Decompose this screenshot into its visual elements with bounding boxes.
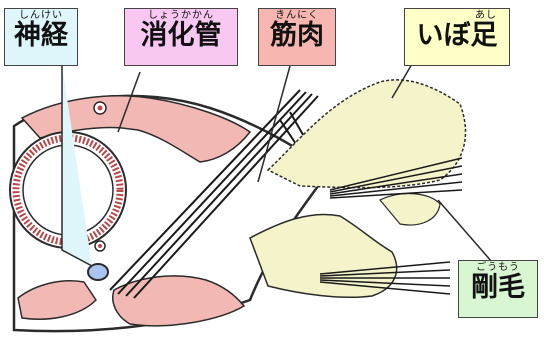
label-nerve: しんけい 神経 bbox=[4, 8, 78, 66]
nerve-cord bbox=[88, 264, 108, 280]
label-muscle: きんにく 筋肉 bbox=[258, 8, 336, 66]
leader-chaeta bbox=[438, 200, 492, 262]
label-parapod-text: いぼ足 bbox=[405, 21, 509, 51]
label-muscle-text: 筋肉 bbox=[259, 21, 335, 51]
label-gut-text: 消化管 bbox=[125, 21, 237, 51]
label-parapod: あし いぼ足 bbox=[404, 8, 510, 66]
neuropodium-lobe bbox=[380, 194, 440, 225]
neuropodium bbox=[250, 214, 397, 297]
label-nerve-text: 神経 bbox=[5, 21, 77, 51]
label-chaeta: ごうもう 剛毛 bbox=[458, 260, 538, 318]
label-gut: しょうかかん 消化管 bbox=[124, 8, 238, 66]
label-chaeta-text: 剛毛 bbox=[459, 273, 537, 303]
